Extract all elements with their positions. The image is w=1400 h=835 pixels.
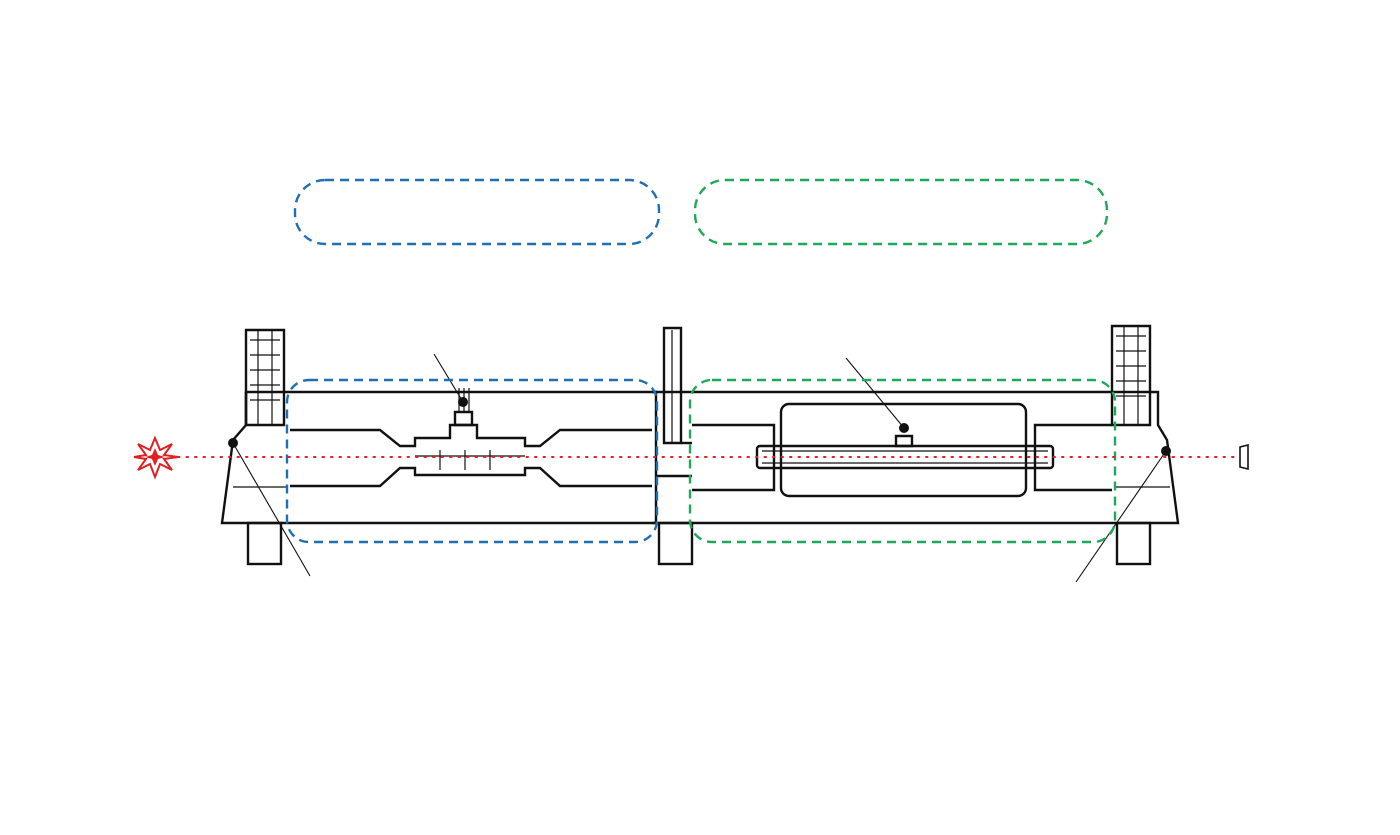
label-box-green [693, 178, 1109, 246]
section-outline-blue [285, 378, 659, 544]
label-box-blue [293, 178, 661, 246]
laser-source-icon [133, 435, 179, 480]
window-leaders [228, 438, 1171, 583]
right-chamber [692, 357, 1112, 498]
detector-icon [1239, 443, 1249, 471]
left-probe [433, 353, 474, 427]
support-feet [246, 521, 1152, 566]
left-gas-fitting [244, 328, 286, 427]
right-gas-fitting [1110, 324, 1152, 427]
section-outline-green [688, 378, 1117, 544]
left-chamber-channel [290, 423, 652, 488]
